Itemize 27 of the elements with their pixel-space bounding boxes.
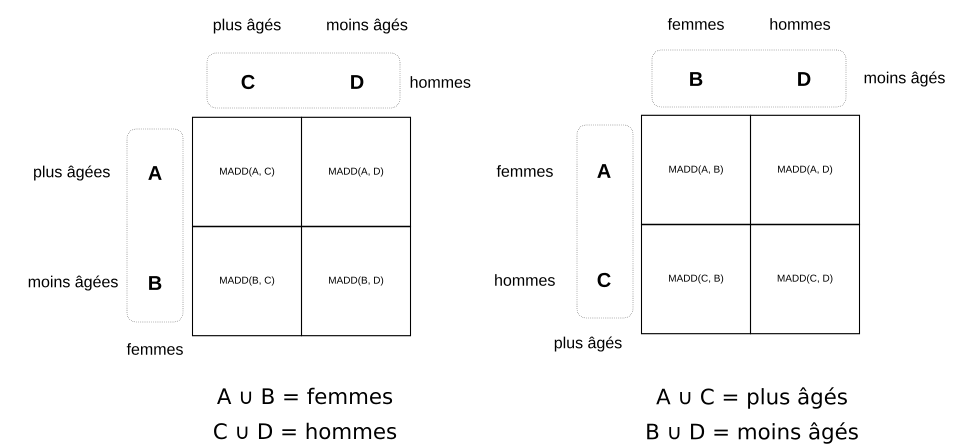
matrix-cell: MADD(B, C) xyxy=(192,226,302,336)
union-formula: A ∪ B = femmes xyxy=(217,388,392,404)
group-label: moins âgés xyxy=(864,71,945,87)
matrix-cell: MADD(C, B) xyxy=(640,224,752,334)
group-letter: A xyxy=(148,166,162,180)
matrix-cell: MADD(A, D) xyxy=(750,114,860,226)
group-letter: A xyxy=(597,164,611,178)
group-label: hommes xyxy=(410,76,470,88)
axis-label: hommes xyxy=(770,18,830,30)
matrix-cell: MADD(A, B) xyxy=(640,114,752,226)
matrix-cell: MADD(C, D) xyxy=(750,224,860,334)
axis-label: moins âgés xyxy=(327,18,408,34)
group-label: femmes xyxy=(126,343,183,355)
matrix-cell: MADD(B, D) xyxy=(300,226,412,336)
union-formula: B ∪ D = moins âgés xyxy=(647,422,858,444)
group-letter: B xyxy=(690,72,702,86)
group-letter: C xyxy=(242,74,255,90)
group-letter: D xyxy=(351,75,364,89)
group-letter: D xyxy=(798,72,810,86)
group-letter: C xyxy=(598,272,611,288)
matrix-cell: MADD(A, C) xyxy=(192,116,302,228)
union-formula: A ∪ C = plus âgés xyxy=(656,387,847,409)
axis-label: hommes xyxy=(495,274,555,286)
union-formula: C ∪ D = hommes xyxy=(214,422,396,440)
matrix-cell: MADD(A, D) xyxy=(300,116,412,228)
group-letter: B xyxy=(149,276,162,290)
group-label: plus âgés xyxy=(554,336,622,352)
